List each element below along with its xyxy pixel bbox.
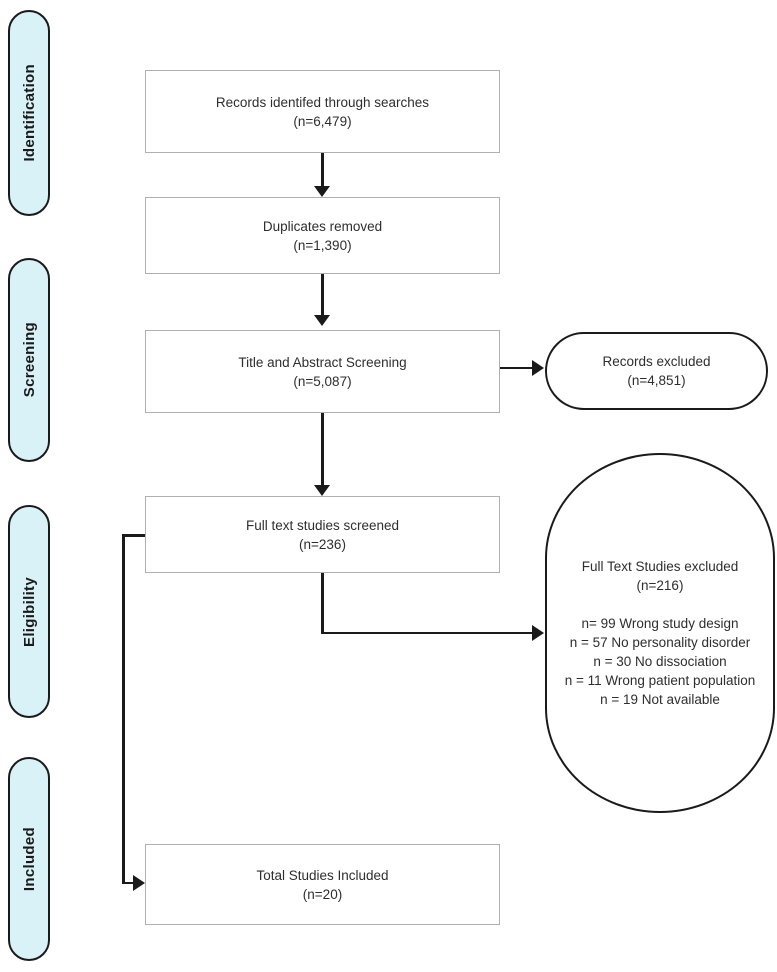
arrow-line-duplicates-to-screening: [321, 274, 324, 316]
oval-records-excluded-title: Records excluded: [602, 354, 711, 369]
box-full-text-count: (n=236): [299, 536, 346, 552]
stage-label-identification: Identification: [20, 64, 38, 162]
arrowhead-fulltext-to-included: [133, 875, 145, 891]
elbow-line-fulltext-to-excluded-vertical: [321, 573, 324, 634]
arrow-line-identified-to-duplicates: [321, 153, 324, 188]
exclusion-reason-2: n = 57 No personality disorder: [569, 635, 751, 650]
box-records-identified: Records identifed through searches (n=6,…: [145, 70, 500, 153]
box-total-included: Total Studies Included (n=20): [145, 844, 500, 925]
stage-capsule-screening: Screening: [8, 258, 50, 462]
box-title-abstract-screening: Title and Abstract Screening (n=5,087): [145, 330, 500, 413]
box-records-identified-count: (n=6,479): [293, 113, 352, 129]
arrow-line-screening-to-excluded: [500, 366, 534, 369]
box-title-abstract-count: (n=5,087): [293, 373, 352, 389]
stage-capsule-identification: Identification: [8, 10, 50, 216]
stage-label-screening: Screening: [20, 322, 38, 398]
elbow-line-fulltext-to-included-vertical: [122, 534, 125, 884]
stage-capsule-eligibility: Eligibility: [8, 505, 50, 718]
exclusion-reason-5: n = 19 Not available: [600, 692, 720, 707]
box-total-included-count: (n=20): [302, 886, 343, 902]
exclusion-reason-4: n = 11 Wrong patient population: [564, 673, 756, 688]
oval-records-excluded-count: (n=4,851): [627, 373, 686, 388]
exclusion-reason-1: n= 99 Wrong study design: [581, 616, 739, 631]
stage-label-included: Included: [20, 826, 38, 892]
box-duplicates-removed-count: (n=1,390): [293, 237, 352, 253]
elbow-line-fulltext-to-included-top: [122, 534, 145, 537]
box-total-included-title: Total Studies Included: [256, 867, 389, 883]
box-full-text-screened: Full text studies screened (n=236): [145, 496, 500, 573]
arrowhead-duplicates-to-screening: [314, 315, 330, 326]
exclusion-reason-3: n = 30 No dissociation: [593, 654, 727, 669]
arrowhead-fulltext-to-excluded: [532, 625, 544, 641]
arrow-line-screening-to-fulltext: [321, 413, 324, 486]
box-duplicates-removed-title: Duplicates removed: [262, 218, 383, 234]
elbow-line-fulltext-to-excluded-horizontal: [321, 631, 533, 634]
arrowhead-screening-to-fulltext: [314, 485, 330, 496]
stage-capsule-included: Included: [8, 757, 50, 961]
box-full-text-title: Full text studies screened: [245, 517, 400, 533]
elbow-line-fulltext-to-included-bottom: [122, 881, 134, 884]
oval-fulltext-excluded-count: (n=216): [636, 578, 684, 593]
box-title-abstract-title: Title and Abstract Screening: [238, 354, 407, 370]
arrowhead-screening-to-excluded: [532, 360, 544, 376]
oval-fulltext-excluded: Full Text Studies excluded (n=216) n= 99…: [545, 453, 775, 813]
oval-fulltext-excluded-title: Full Text Studies excluded: [581, 559, 739, 574]
box-duplicates-removed: Duplicates removed (n=1,390): [145, 197, 500, 274]
stage-label-eligibility: Eligibility: [20, 576, 38, 647]
box-records-identified-title: Records identifed through searches: [215, 94, 430, 110]
arrowhead-identified-to-duplicates: [314, 186, 330, 197]
oval-records-excluded: Records excluded (n=4,851): [545, 332, 768, 410]
